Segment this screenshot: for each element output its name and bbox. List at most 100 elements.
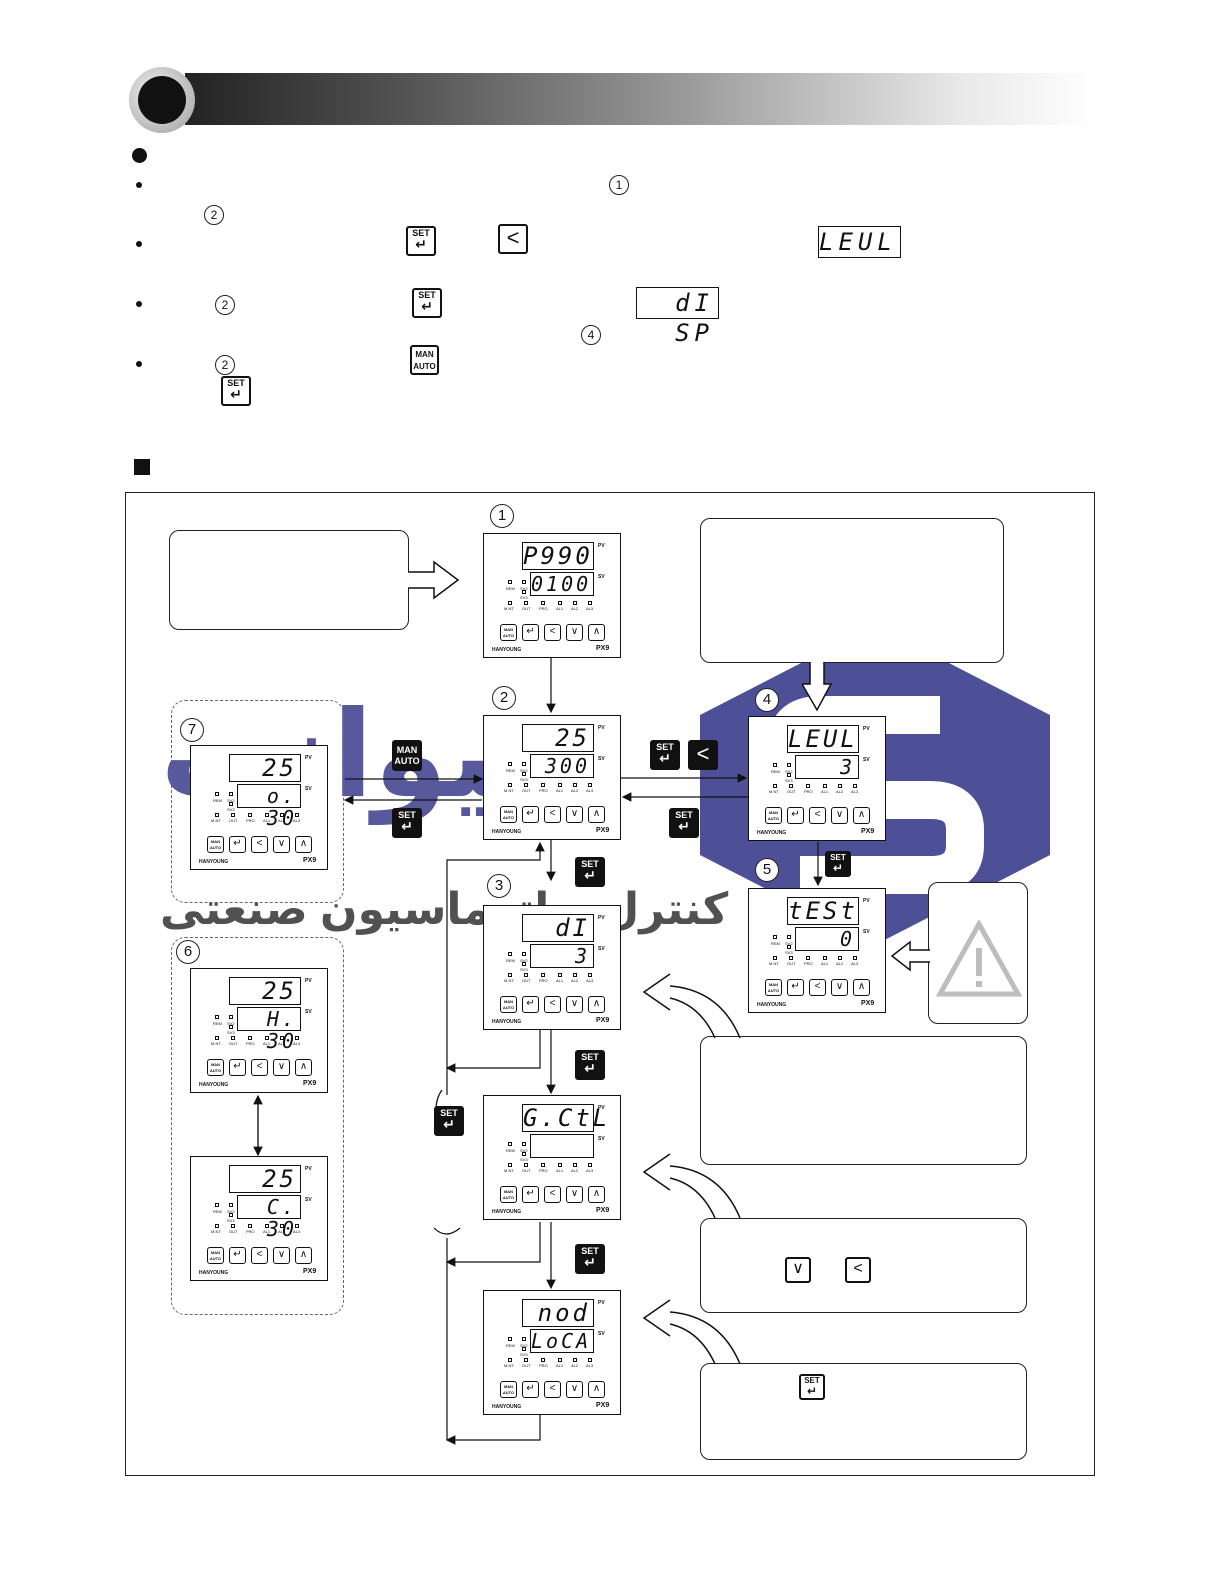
al1-label: AL1 [556, 1168, 564, 1173]
down-arrow-button[interactable]: ∨ [273, 836, 290, 853]
indicator-led [295, 813, 299, 817]
down-arrow-button[interactable]: ∨ [566, 1381, 583, 1398]
left-arrow-button[interactable]: < [544, 624, 561, 641]
set-key-icon: SET↵ [799, 1374, 825, 1400]
left-arrow-button[interactable]: < [251, 836, 268, 853]
indicator-led [558, 1358, 562, 1362]
set-button[interactable]: ↵ [229, 1059, 246, 1076]
auto-label: AUTO [209, 1256, 222, 1261]
indicator-led [773, 956, 777, 960]
pv-label: PV [863, 726, 870, 732]
al1-label: AL1 [556, 1363, 564, 1368]
pv-display: P990 [522, 542, 594, 570]
pv-label: PV [598, 1300, 605, 1306]
down-arrow-button[interactable]: ∨ [566, 996, 583, 1013]
bullet-3 [136, 301, 142, 307]
up-arrow-button[interactable]: ∧ [295, 1059, 312, 1076]
al1-label: AL1 [263, 1229, 271, 1234]
indicator-led [787, 773, 791, 777]
up-arrow-button[interactable]: ∧ [588, 624, 605, 641]
up-arrow-button[interactable]: ∧ [588, 1381, 605, 1398]
al3-label: AL3 [293, 818, 301, 823]
left-arrow-button[interactable]: < [544, 1186, 561, 1203]
up-arrow-button[interactable]: ∧ [588, 1186, 605, 1203]
callout-box [700, 1218, 1027, 1313]
indicator-led [215, 813, 219, 817]
pv-display: tESt [787, 897, 859, 925]
set-button[interactable]: ↵ [787, 807, 804, 824]
set-key-icon: SET↵ [669, 808, 699, 838]
brand-label: HANYOUNG [199, 859, 229, 865]
man-label: MAN [210, 839, 221, 844]
rem-label: REM [771, 769, 780, 774]
callout-box [700, 1036, 1027, 1165]
indicator-led [508, 762, 512, 766]
pv-label: PV [863, 898, 870, 904]
pv-label: PV [598, 725, 605, 731]
up-arrow-button[interactable]: ∧ [853, 807, 870, 824]
left-arrow-button[interactable]: < [809, 979, 826, 996]
indicator-led [229, 1203, 233, 1207]
set-button[interactable]: ↵ [229, 1247, 246, 1264]
mnt-label: M.NT [769, 789, 779, 794]
man-label: MAN [210, 1250, 221, 1255]
set-button[interactable]: ↵ [522, 624, 539, 641]
left-arrow-button[interactable]: < [809, 807, 826, 824]
down-arrow-button[interactable]: ∨ [273, 1247, 290, 1264]
up-arrow-button[interactable]: ∧ [588, 996, 605, 1013]
model-label: PX9 [596, 827, 610, 834]
indicator-led [823, 956, 827, 960]
up-arrow-button[interactable]: ∧ [295, 1247, 312, 1264]
al1-label: AL1 [263, 818, 271, 823]
down-arrow-button[interactable]: ∨ [831, 807, 848, 824]
al2-label: AL2 [836, 961, 844, 966]
step-number-4: 4 [755, 688, 779, 712]
set-button[interactable]: ↵ [229, 836, 246, 853]
down-arrow-button[interactable]: ∨ [566, 624, 583, 641]
down-arrow-button[interactable]: ∨ [566, 1186, 583, 1203]
left-arrow-button[interactable]: < [544, 806, 561, 823]
set-button[interactable]: ↵ [522, 806, 539, 823]
left-arrow-button[interactable]: < [251, 1059, 268, 1076]
pro-label: PRO [539, 606, 548, 611]
pro-label: PRO [246, 818, 255, 823]
brand-label: HANYOUNG [492, 1404, 522, 1410]
left-arrow-button[interactable]: < [544, 1381, 561, 1398]
sv2-label: SV2 [227, 1021, 235, 1026]
down-arrow-button[interactable]: ∨ [566, 806, 583, 823]
group-7 [171, 700, 344, 903]
left-arrow-button[interactable]: < [544, 996, 561, 1013]
set-button[interactable]: ↵ [522, 1381, 539, 1398]
set-button[interactable]: ↵ [787, 979, 804, 996]
down-arrow-button[interactable]: ∨ [831, 979, 848, 996]
model-label: PX9 [303, 857, 317, 864]
up-arrow-button[interactable]: ∧ [295, 836, 312, 853]
set-button[interactable]: ↵ [522, 996, 539, 1013]
indicator-led [838, 956, 842, 960]
pro-label: PRO [539, 978, 548, 983]
set-button[interactable]: ↵ [522, 1186, 539, 1203]
indicator-led [229, 1025, 233, 1029]
up-arrow-button[interactable]: ∧ [588, 806, 605, 823]
sv-display [530, 1134, 594, 1158]
pv-display: nod [522, 1299, 594, 1327]
out-label: OUT [522, 606, 531, 611]
indicator-led [541, 1358, 545, 1362]
down-arrow-button[interactable]: ∨ [273, 1059, 290, 1076]
up-arrow-button[interactable]: ∧ [853, 979, 870, 996]
left-arrow-button[interactable]: < [251, 1247, 268, 1264]
